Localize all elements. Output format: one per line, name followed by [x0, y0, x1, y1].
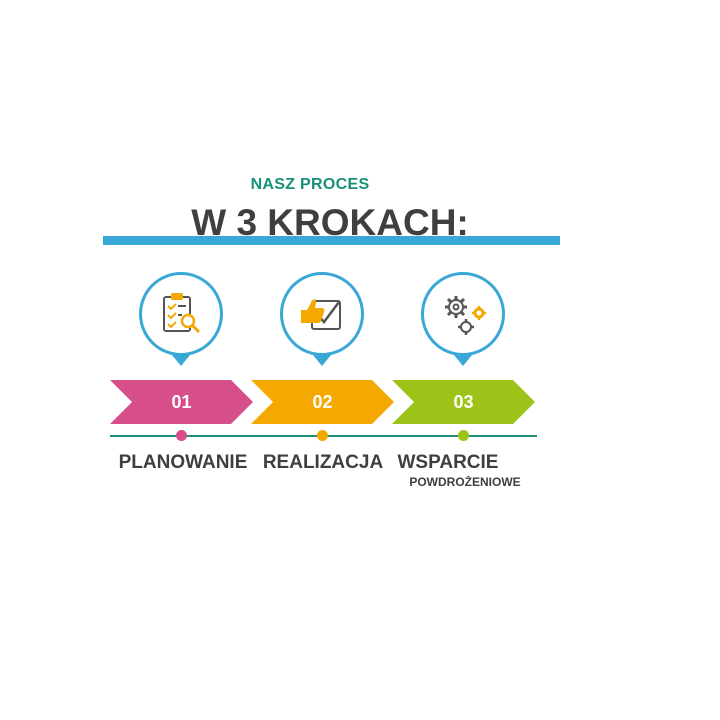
- title-underline: [103, 236, 560, 245]
- step-1-chevron: 01: [110, 380, 253, 424]
- subtitle: NASZ PROCES: [250, 176, 370, 193]
- step-2-chevron: 02: [251, 380, 394, 424]
- step-1-label: PLANOWANIE: [118, 452, 248, 473]
- step-3-bubble: [421, 272, 505, 356]
- step-1-bubble-pointer: [172, 355, 190, 366]
- step-3-label: WSPARCIE: [397, 452, 499, 473]
- thumbs-up-check-icon: [301, 299, 341, 330]
- step-3-dot: [458, 430, 469, 441]
- clipboard-search-icon: [163, 293, 201, 334]
- gears-icon: [445, 296, 486, 335]
- step-3-sublabel: POWDROŻENIOWE: [409, 475, 521, 489]
- step-1-number: 01: [171, 392, 192, 412]
- step-2-dot: [317, 430, 328, 441]
- step-2-label: REALIZACJA: [262, 452, 384, 473]
- step-3-number: 03: [453, 392, 474, 412]
- step-2-bubble: [280, 272, 364, 356]
- step-2-number: 02: [312, 392, 333, 412]
- step-1-bubble: [139, 272, 223, 356]
- step-3-bubble-pointer: [454, 355, 472, 366]
- step-1-dot: [176, 430, 187, 441]
- step-3-chevron: 03: [392, 380, 535, 424]
- step-2-bubble-pointer: [313, 355, 331, 366]
